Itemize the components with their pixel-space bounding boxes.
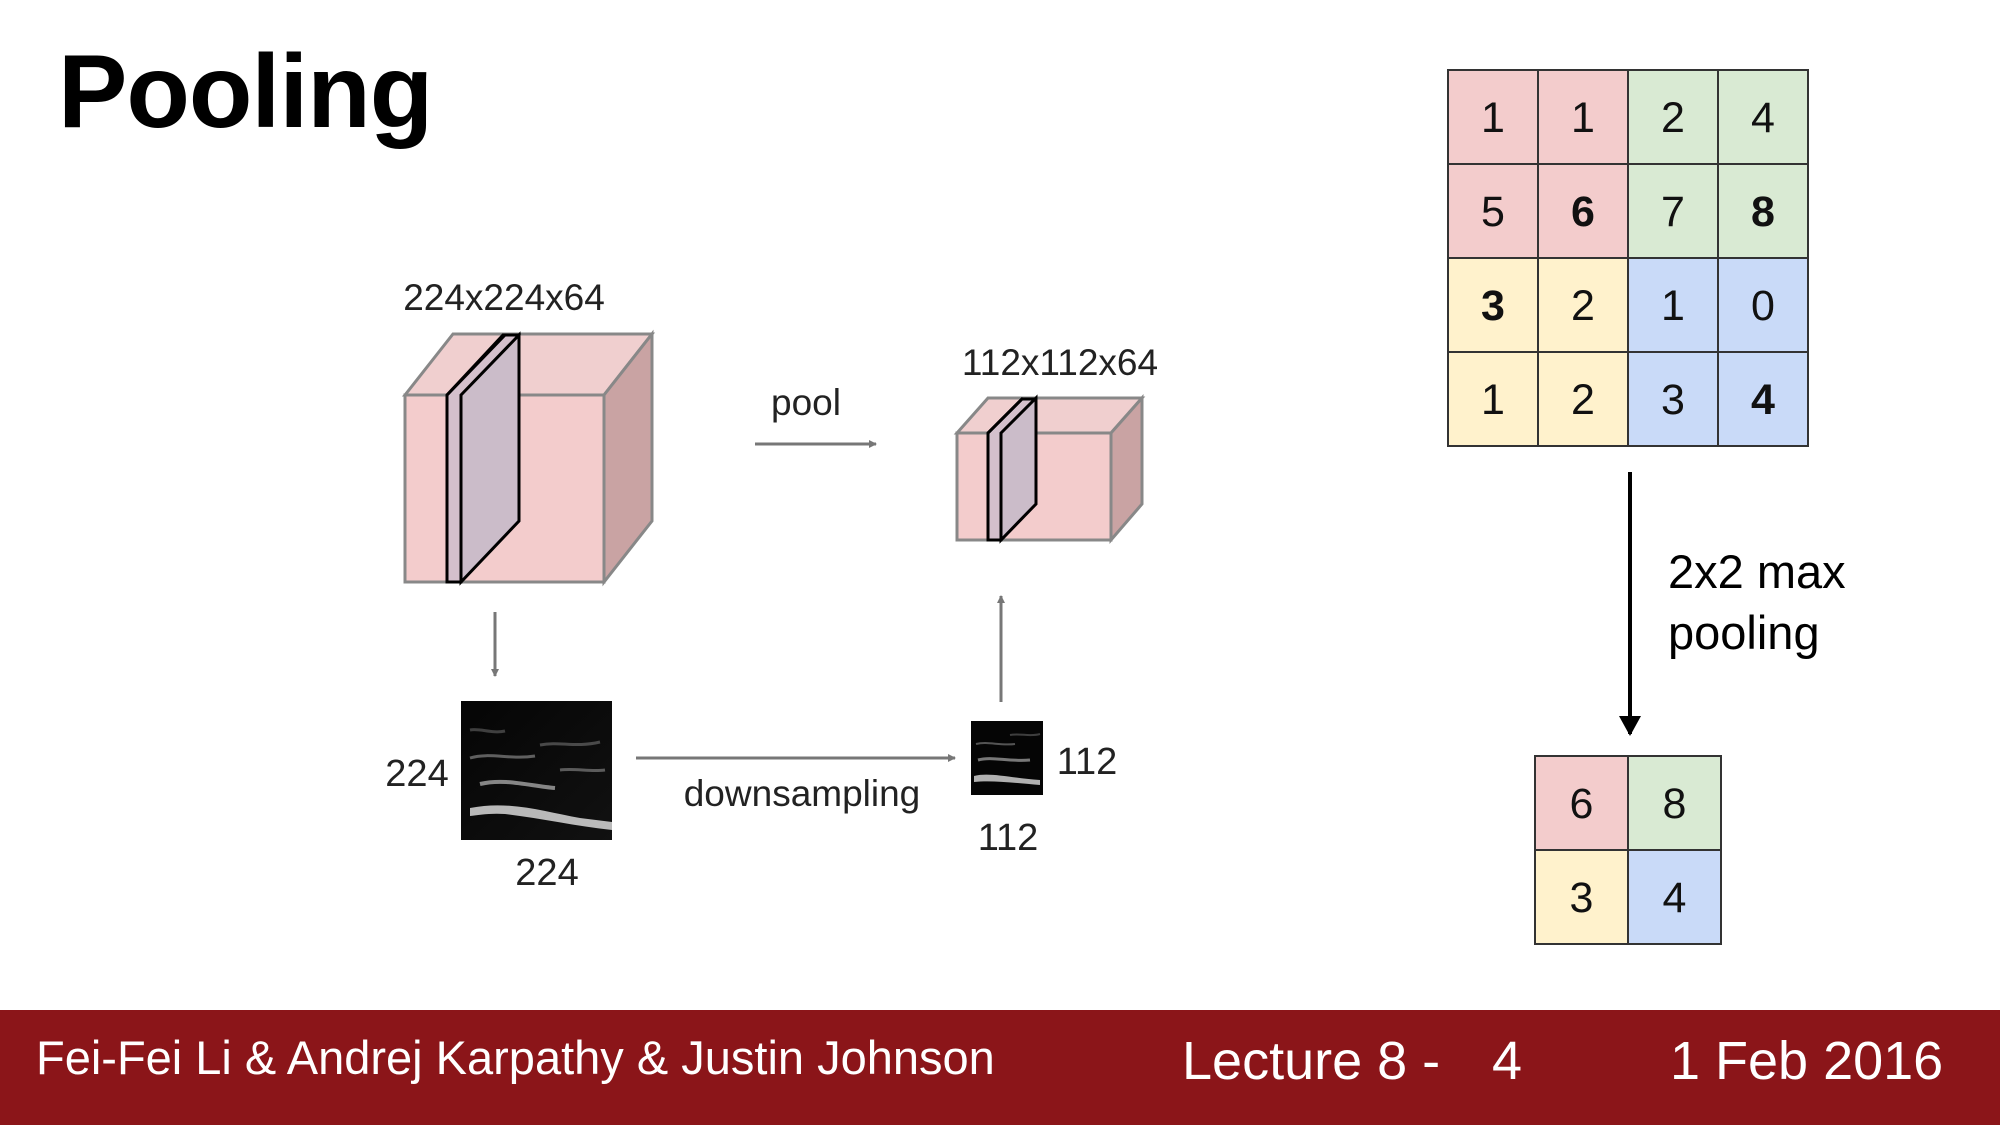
input-grid-value: 8 <box>1751 188 1775 236</box>
input-map-height: 224 <box>385 753 448 795</box>
output-volume-label: 112x112x64 <box>962 342 1158 383</box>
output-grid: 6 8 3 4 <box>1534 755 1722 945</box>
output-grid-cell <box>1534 755 1629 851</box>
footer-page-number: 4 <box>1492 1031 1523 1091</box>
slide-title: Pooling <box>58 34 433 150</box>
output-map-width: 112 <box>978 817 1039 859</box>
input-grid-cell <box>1537 351 1629 447</box>
output-grid-value: 4 <box>1663 874 1687 922</box>
output-feature-map <box>971 721 1043 795</box>
input-grid-value: 2 <box>1571 282 1595 330</box>
input-grid-value: 2 <box>1571 376 1595 424</box>
input-grid-cell <box>1717 163 1809 259</box>
footer-bar: Fei-Fei Li & Andrej Karpathy & Justin Jo… <box>0 1010 2000 1125</box>
input-grid-value: 7 <box>1661 188 1685 236</box>
input-grid-value: 1 <box>1481 94 1505 142</box>
input-grid-cell <box>1447 163 1539 259</box>
input-grid-cell <box>1447 69 1539 165</box>
input-grid-value: 1 <box>1661 282 1685 330</box>
pooling-diagram: 224x224x64 pool 112x112x64 224 224 downs… <box>385 69 1846 945</box>
input-grid: 1 1 2 4 5 6 7 8 3 2 1 0 1 2 3 4 <box>1447 69 1809 447</box>
input-grid-value: 1 <box>1571 94 1595 142</box>
input-grid-value: 3 <box>1481 282 1505 330</box>
output-volume <box>953 394 1146 545</box>
input-grid-cell <box>1717 69 1809 165</box>
output-grid-cell <box>1627 849 1722 945</box>
input-grid-value: 0 <box>1751 282 1775 330</box>
input-grid-value: 6 <box>1571 188 1595 236</box>
footer-lecture: Lecture 8 - <box>1182 1031 1441 1091</box>
max-pool-caption-line2: pooling <box>1668 606 1820 659</box>
pool-label: pool <box>771 382 841 423</box>
input-grid-value: 4 <box>1751 94 1775 142</box>
input-grid-value: 2 <box>1661 94 1685 142</box>
input-grid-cell <box>1447 257 1539 353</box>
footer-date: 1 Feb 2016 <box>1670 1031 1944 1091</box>
input-grid-value: 5 <box>1481 188 1505 236</box>
input-grid-value: 1 <box>1481 376 1505 424</box>
output-grid-value: 6 <box>1570 780 1594 828</box>
max-pool-caption-line1: 2x2 max <box>1668 545 1846 598</box>
input-map-width: 224 <box>515 852 578 894</box>
input-grid-value: 3 <box>1661 376 1685 424</box>
input-grid-cell <box>1717 351 1809 447</box>
downsampling-label: downsampling <box>684 773 921 814</box>
input-slice <box>445 331 521 586</box>
footer-authors: Fei-Fei Li & Andrej Karpathy & Justin Jo… <box>36 1031 995 1084</box>
input-grid-cell <box>1447 351 1539 447</box>
input-feature-map <box>461 701 612 840</box>
output-grid-value: 3 <box>1570 874 1594 922</box>
output-slice <box>986 394 1038 544</box>
input-volume <box>401 329 656 587</box>
input-volume-label: 224x224x64 <box>403 277 605 318</box>
output-grid-value: 8 <box>1663 780 1687 828</box>
input-grid-cell <box>1717 257 1809 353</box>
input-grid-value: 4 <box>1751 376 1775 424</box>
output-map-height: 112 <box>1057 741 1118 783</box>
input-grid-cell <box>1627 69 1719 165</box>
